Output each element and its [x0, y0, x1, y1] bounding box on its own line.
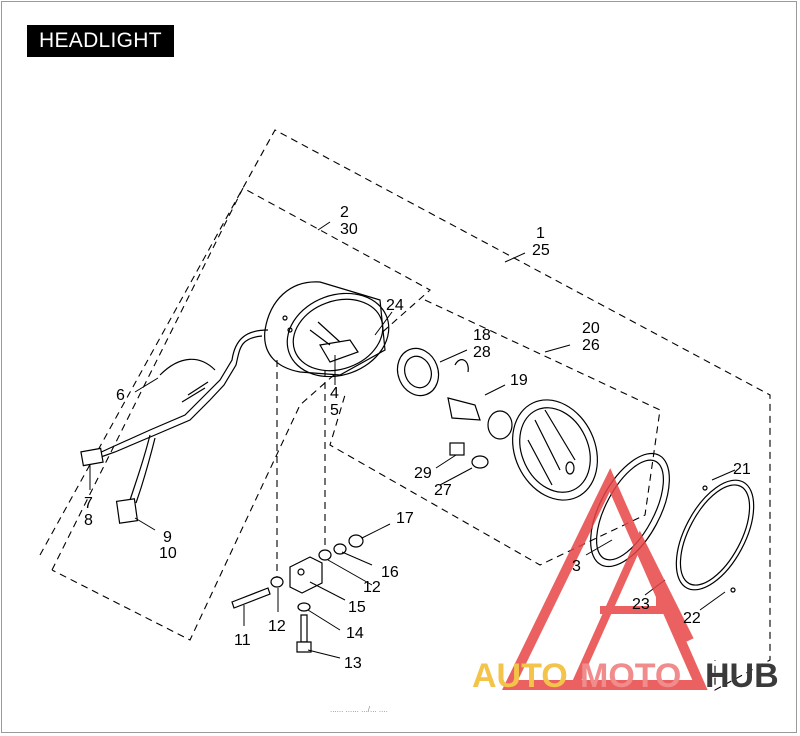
callout-28: 28 — [473, 344, 491, 361]
callout-19: 19 — [510, 372, 528, 389]
callout-11: 11 — [234, 632, 251, 649]
callout-17: 17 — [396, 510, 414, 527]
headlight-housing — [264, 281, 390, 378]
callout-16: 16 — [381, 564, 399, 581]
callout-labels: 2 30 1 25 24 18 28 20 26 19 6 4 5 7 8 9 … — [84, 204, 751, 672]
callout-9: 9 — [163, 529, 172, 546]
callout-27: 27 — [434, 482, 452, 499]
boundary-assembly-1 — [39, 129, 771, 691]
callout-5: 5 — [330, 402, 339, 419]
page-title: HEADLIGHT — [27, 25, 174, 57]
callout-13: 13 — [344, 655, 362, 672]
callout-25: 25 — [532, 242, 550, 259]
callout-15: 15 — [348, 599, 366, 616]
callout-12-upper: 12 — [363, 579, 381, 596]
callout-24: 24 — [386, 297, 404, 314]
callout-22: 22 — [683, 610, 701, 627]
callout-7: 7 — [84, 495, 93, 512]
boundary-assembly-2 — [51, 187, 431, 641]
callout-4: 4 — [330, 385, 339, 402]
callout-8: 8 — [84, 512, 93, 529]
callout-21: 21 — [733, 461, 751, 478]
callout-18: 18 — [473, 327, 491, 344]
headlight-lens — [512, 399, 598, 501]
callout-1: 1 — [536, 225, 545, 242]
watermark-wordmark: AUTO MOTO HUB — [472, 657, 779, 695]
callout-30: 30 — [340, 221, 358, 238]
callout-12-lower: 12 — [268, 618, 286, 635]
watermark-moto: MOTO — [580, 657, 681, 695]
callout-3: 3 — [572, 558, 581, 575]
leader-lines — [89, 221, 736, 659]
mounting-hardware — [231, 360, 364, 653]
callout-10: 10 — [159, 545, 177, 562]
callout-20: 20 — [582, 320, 600, 337]
watermark-hub: HUB — [705, 657, 779, 695]
callout-29: 29 — [414, 465, 432, 482]
wire-harness — [80, 329, 269, 524]
callout-6: 6 — [116, 387, 125, 404]
footer-note: ...... ...... .../... .... — [330, 705, 388, 714]
callout-14: 14 — [346, 625, 364, 642]
watermark-auto: AUTO — [472, 657, 568, 695]
watermark-logo — [501, 468, 708, 690]
callout-23: 23 — [632, 596, 650, 613]
boundary-assembly-20 — [329, 299, 661, 566]
callout-2: 2 — [340, 204, 349, 221]
bulb-and-socket — [396, 347, 513, 469]
callout-26: 26 — [582, 337, 600, 354]
